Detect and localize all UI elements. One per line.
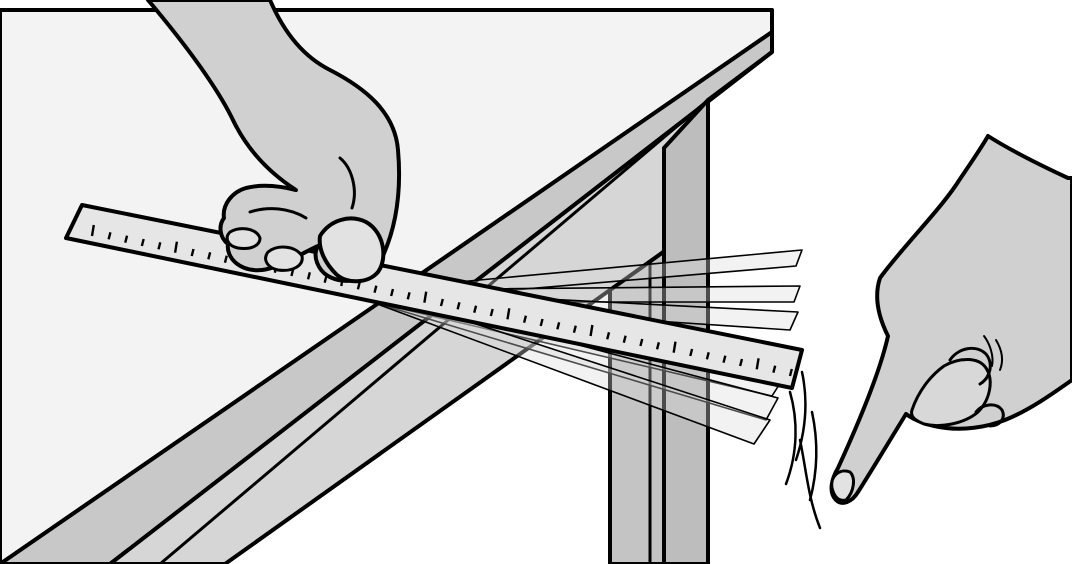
ruler-tick [190, 248, 195, 257]
ruler-tick [506, 308, 511, 320]
ruler-tick [373, 285, 378, 293]
ruler-tick [423, 291, 428, 303]
ruler-tick [772, 365, 777, 373]
ruler-tick [223, 255, 228, 263]
ruler-tick [489, 308, 494, 317]
ruler-tick [207, 252, 212, 260]
ruler-tick [389, 288, 395, 297]
ruler-tick [173, 241, 179, 253]
hand-flicking-ruler-icon [829, 134, 1072, 505]
ruler-tick [655, 342, 661, 350]
ruler-tick [589, 324, 594, 337]
holding-hand-fingertip [264, 245, 304, 272]
flicking-hand-knuckle [974, 403, 1005, 428]
ruler-tick [672, 341, 677, 353]
ruler-tick [689, 348, 694, 357]
holding-hand-finger-line [248, 207, 308, 220]
ruler-tick [705, 352, 710, 360]
flicking-hand-wrinkle [983, 335, 994, 367]
ruler-tick [722, 355, 727, 363]
ruler-tick [572, 325, 577, 333]
ruler-tick [738, 358, 744, 367]
ruler-tick [473, 305, 478, 313]
ruler-tick [439, 298, 444, 307]
flicking-hand-fingernail [830, 469, 855, 502]
ruler-tick [606, 332, 611, 340]
ruler-tick [539, 318, 544, 327]
ruler-tick [406, 292, 411, 300]
vibration-lines-icon [784, 370, 822, 530]
hand-pressing-ruler-icon [146, 0, 402, 284]
ruler-tick [456, 302, 461, 310]
ruler-tick [556, 322, 561, 330]
flicking-hand-wrinkle [995, 339, 1004, 371]
flicking-hand-thumb [910, 358, 992, 427]
ruler-tick [639, 338, 644, 347]
ruler-tick [157, 242, 162, 250]
ruler-tick [788, 368, 793, 377]
ruler-tick [755, 358, 760, 370]
ruler-tick [90, 224, 95, 237]
ruler-tick [124, 235, 129, 243]
flicking-hand [829, 134, 1072, 505]
holding-hand-fingertip [225, 227, 262, 250]
ruler-tick [140, 238, 145, 247]
ruler-tick [522, 315, 528, 323]
ruler-tick [306, 272, 312, 280]
table-apron-line [158, 98, 710, 564]
ruler-tick [356, 282, 361, 290]
flicking-hand-curled-finger [948, 346, 992, 386]
holding-hand-thumb [317, 216, 386, 284]
holding-hand-arm [146, 0, 402, 283]
ruler-tick [622, 335, 627, 343]
ruler-tick [107, 232, 112, 240]
holding-hand-knuckle-line [338, 156, 356, 210]
